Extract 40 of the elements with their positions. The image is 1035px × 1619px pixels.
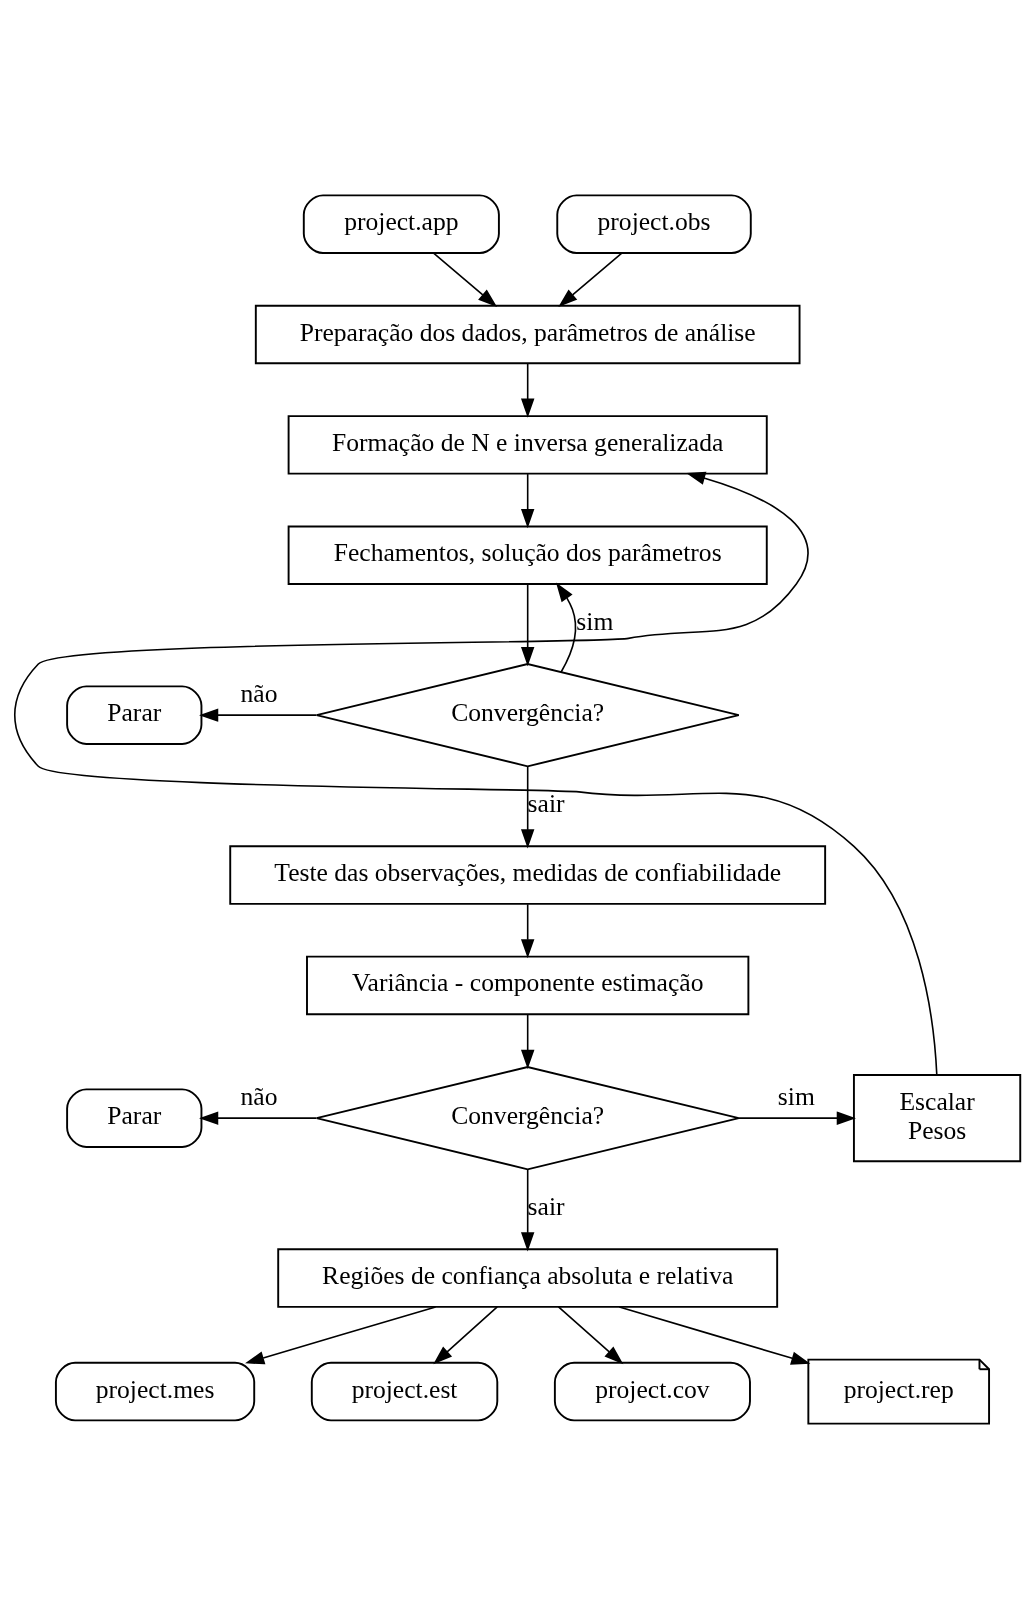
arrow: [520, 362, 535, 418]
node-box: project.app: [302, 194, 500, 254]
arrow: [520, 583, 535, 667]
arrow: [738, 1111, 856, 1125]
node-box: Teste das observações, medidas de confiabilidade: [229, 845, 827, 905]
node-box: project.est: [310, 1361, 499, 1422]
node-box: project.obs: [556, 194, 752, 254]
arrow: [520, 473, 535, 529]
edge-label: não: [240, 1082, 278, 1112]
edge-label: não: [240, 679, 278, 709]
node-box: Parar: [66, 685, 203, 745]
arrow: [520, 1013, 535, 1070]
arrow: [520, 765, 535, 849]
arrow: [433, 252, 498, 307]
node-diamond: Convergência?: [315, 663, 740, 768]
node-box: project.cov: [553, 1361, 751, 1422]
node-box: Variância - componente estimação: [306, 955, 750, 1016]
edge-label: sim: [777, 1082, 815, 1112]
node-box: Parar: [66, 1088, 203, 1148]
node-box: Formação de N e inversa generalizada: [287, 415, 768, 475]
arrow: [520, 903, 535, 959]
edge-label: sair: [527, 789, 565, 819]
node-box: Escalar Pesos: [852, 1074, 1022, 1163]
edge-label: sair: [527, 1192, 565, 1222]
arrow: [520, 1168, 535, 1252]
arrow: [556, 582, 577, 673]
arrow: [13, 471, 938, 1076]
arrow: [618, 1306, 811, 1365]
arrow: [558, 252, 623, 307]
arrow: [245, 1306, 437, 1365]
arrow: [557, 1306, 624, 1365]
node-box: Regiões de confiança absoluta e relativa: [277, 1248, 779, 1308]
arrow: [199, 1111, 318, 1125]
node-box: project.mes: [54, 1361, 256, 1422]
arrow: [199, 708, 318, 722]
node-box: Preparação dos dados, parâmetros de análise: [254, 304, 801, 365]
node-diamond: Convergência?: [315, 1066, 740, 1171]
node-box: Fechamentos, solução dos parâmetros: [287, 525, 768, 585]
arrow: [433, 1306, 499, 1365]
edge-label: sim: [576, 607, 614, 637]
